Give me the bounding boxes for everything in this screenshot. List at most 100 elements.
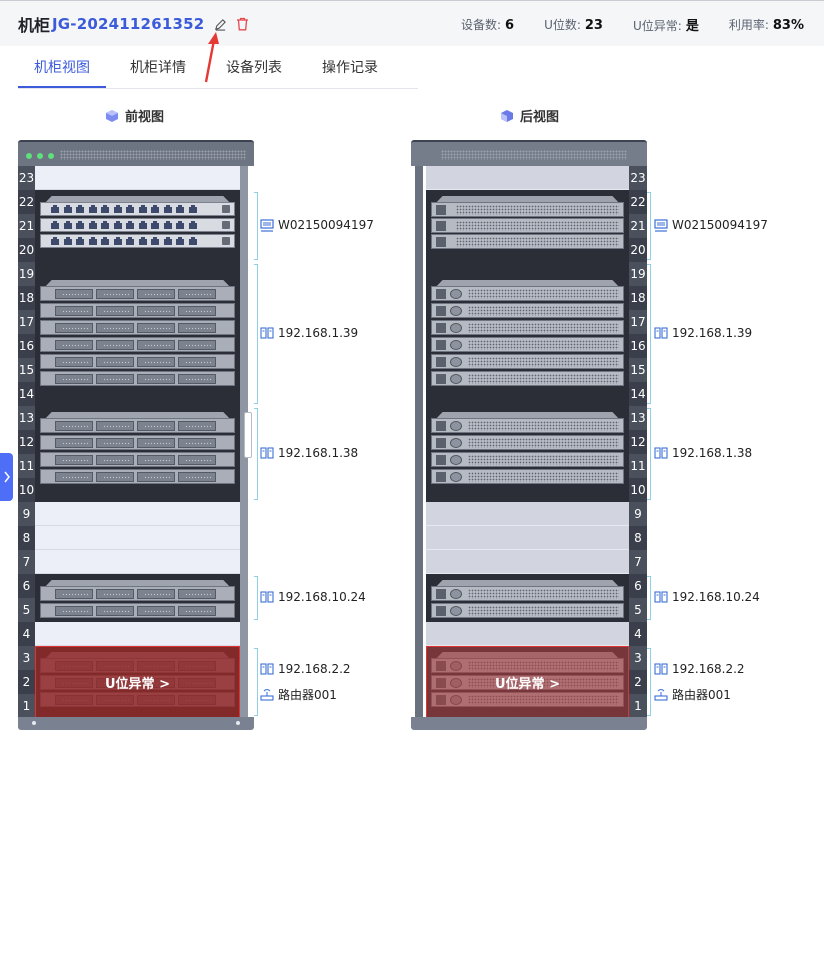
- delete-icon[interactable]: [234, 16, 250, 32]
- u-abnormal-alert[interactable]: U位异常 >: [35, 646, 240, 718]
- power-supply-icon: [436, 606, 446, 616]
- ethernet-port-icon: [176, 237, 184, 245]
- server-row: [431, 320, 624, 335]
- u-number: 3: [629, 646, 647, 670]
- u-number: 16: [18, 339, 35, 353]
- rack-door-handle[interactable]: [244, 412, 252, 458]
- empty-u-slot[interactable]: [426, 502, 629, 526]
- tab-cabinet-view[interactable]: 机柜视图: [18, 48, 106, 88]
- tab-cabinet-details[interactable]: 机柜详情: [130, 60, 186, 76]
- server-device[interactable]: [431, 280, 624, 388]
- empty-u-slot[interactable]: [35, 622, 240, 646]
- drive-bay: [96, 289, 134, 299]
- rack-top-panel: [18, 140, 254, 166]
- drive-bay: [178, 455, 216, 465]
- empty-u-slot[interactable]: [35, 166, 240, 190]
- drive-bay: [178, 472, 216, 482]
- ethernet-port-icon: [138, 221, 147, 229]
- device-label-4[interactable]: 192.168.2.2: [654, 662, 745, 676]
- server-device[interactable]: [40, 412, 235, 486]
- status-knob: [222, 237, 230, 245]
- server-row: [431, 371, 624, 386]
- u-number: 18: [630, 291, 646, 305]
- server-row: [40, 337, 235, 352]
- ethernet-port-icon: [63, 221, 72, 229]
- device-label-4[interactable]: 192.168.2.2: [260, 662, 351, 676]
- server-row: [431, 435, 624, 450]
- side-panel-toggle[interactable]: [0, 453, 13, 501]
- ethernet-port-icon: [163, 221, 172, 229]
- ethernet-port-icon: [126, 205, 134, 213]
- vent-mesh: [468, 421, 619, 431]
- drive-bay: [55, 472, 93, 482]
- drive-bay: [96, 323, 134, 333]
- device-label-3[interactable]: 192.168.10.24: [260, 590, 366, 604]
- server-row: [40, 354, 235, 369]
- empty-u-slot[interactable]: [426, 550, 629, 574]
- server-icon: [260, 447, 274, 459]
- device-label-2[interactable]: 192.168.1.38: [260, 446, 358, 460]
- stat-u-count: U位数:23: [544, 18, 603, 33]
- device-label-1[interactable]: 192.168.1.39: [654, 326, 752, 340]
- title-prefix: 机柜: [18, 16, 51, 35]
- device-bracket: [254, 408, 258, 500]
- u-number: 3: [18, 646, 35, 670]
- switch-device[interactable]: [431, 196, 624, 256]
- status-led-icon: [48, 153, 54, 159]
- u-number: 19: [629, 262, 647, 286]
- device-label-3[interactable]: 192.168.10.24: [654, 590, 760, 604]
- device-label-text: 192.168.2.2: [672, 662, 745, 676]
- server-device[interactable]: [431, 580, 624, 620]
- device-label-2[interactable]: 192.168.1.38: [654, 446, 752, 460]
- server-row: [431, 603, 624, 618]
- empty-u-slot[interactable]: [426, 166, 629, 190]
- empty-u-slot[interactable]: [35, 550, 240, 574]
- tab-bar: 机柜视图 机柜详情 设备列表 操作记录: [18, 48, 418, 89]
- server-device[interactable]: [40, 280, 235, 388]
- device-bracket: [647, 264, 651, 404]
- power-supply-icon: [436, 323, 446, 333]
- ethernet-port-icon: [63, 205, 72, 213]
- empty-u-slot[interactable]: [426, 622, 629, 646]
- u-number: 10: [18, 483, 35, 497]
- drive-bay: [137, 340, 175, 350]
- server-row: [40, 320, 235, 335]
- u-number: 1: [18, 694, 35, 718]
- drive-bay: [178, 340, 216, 350]
- empty-u-slot[interactable]: [426, 526, 629, 550]
- drive-bay: [96, 472, 134, 482]
- switch-device[interactable]: [40, 196, 235, 256]
- power-supply-icon: [436, 237, 446, 247]
- server-row: [431, 586, 624, 601]
- server-row: [431, 337, 624, 352]
- device-bracket: [254, 576, 258, 620]
- device-label-text: 路由器001: [278, 688, 337, 702]
- switch-row: [431, 218, 624, 233]
- device-label-0[interactable]: W02150094197: [654, 218, 768, 232]
- server-row: [40, 586, 235, 601]
- ethernet-port-icon: [188, 221, 197, 229]
- vent-mesh: [456, 237, 619, 247]
- tab-device-list[interactable]: 设备列表: [226, 60, 282, 76]
- empty-u-slot[interactable]: [35, 526, 240, 550]
- power-supply-icon: [436, 357, 446, 367]
- server-icon: [260, 327, 274, 339]
- fan-icon: [450, 340, 462, 350]
- tab-operation-log[interactable]: 操作记录: [322, 60, 378, 76]
- rack-grill: [441, 150, 627, 160]
- device-bracket: [254, 192, 258, 260]
- device-cap: [436, 580, 619, 586]
- vent-mesh: [468, 606, 619, 616]
- ethernet-port-icon: [51, 237, 59, 245]
- empty-u-slot[interactable]: [35, 502, 240, 526]
- server-device[interactable]: [40, 580, 235, 620]
- edit-icon[interactable]: [212, 16, 228, 32]
- device-label-5[interactable]: 路由器001: [260, 686, 337, 703]
- device-label-0[interactable]: W02150094197: [260, 218, 374, 232]
- server-device[interactable]: [431, 412, 624, 486]
- u-abnormal-alert[interactable]: U位异常 >: [426, 646, 629, 718]
- device-label-5[interactable]: 路由器001: [654, 686, 731, 703]
- fan-icon: [450, 421, 462, 431]
- device-label-1[interactable]: 192.168.1.39: [260, 326, 358, 340]
- drive-bay: [96, 421, 134, 431]
